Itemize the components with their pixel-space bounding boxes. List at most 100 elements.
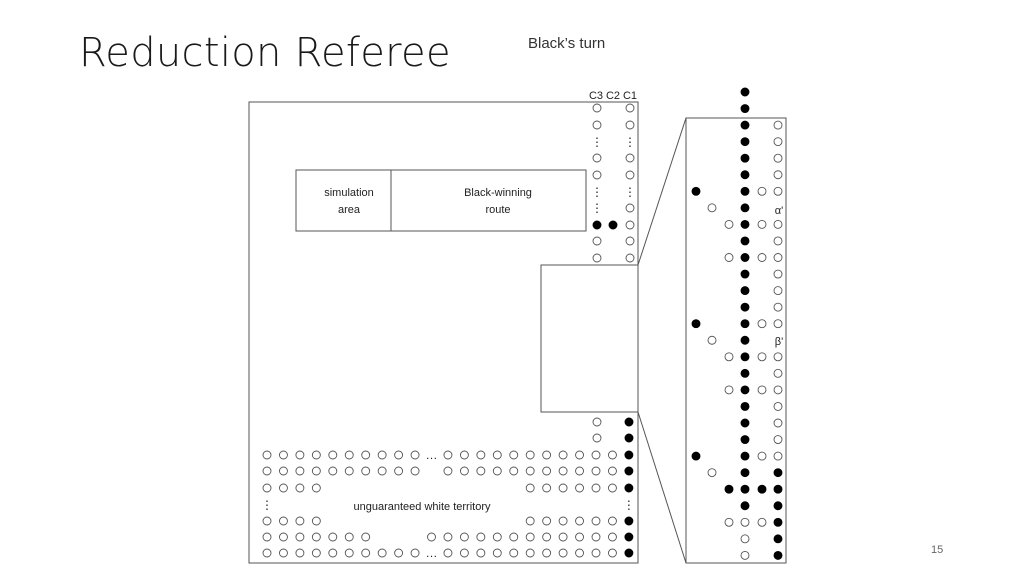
white-stone <box>328 532 338 542</box>
black-stone <box>608 220 618 230</box>
simulation-box <box>295 169 587 232</box>
black-stone <box>624 450 634 460</box>
black-stone <box>740 435 750 444</box>
vertical-ellipsis: ⋮ <box>624 135 636 149</box>
white-stone <box>344 450 354 460</box>
white-stone <box>558 532 568 542</box>
white-stone <box>757 319 767 329</box>
black-stone <box>624 516 634 526</box>
white-stone <box>757 451 767 461</box>
white-stone <box>773 120 783 130</box>
black-stone <box>740 269 750 279</box>
white-stone <box>525 466 535 476</box>
white-stone <box>279 483 288 493</box>
white-stone <box>591 532 601 542</box>
black-stone <box>740 418 750 428</box>
white-stone <box>542 466 552 476</box>
white-stone <box>443 466 453 476</box>
white-stone <box>443 548 453 558</box>
white-stone <box>311 450 321 460</box>
white-stone <box>410 548 420 558</box>
white-stone <box>773 253 783 262</box>
white-stone <box>311 532 321 542</box>
white-stone <box>377 548 387 558</box>
vertical-ellipsis: ⋮ <box>591 185 603 199</box>
white-stone <box>492 466 502 476</box>
black-stone <box>740 170 750 180</box>
white-stone <box>476 532 486 542</box>
white-stone <box>591 483 601 493</box>
white-stone <box>591 548 601 558</box>
white-stone <box>492 450 502 460</box>
white-stone <box>262 532 272 542</box>
white-stone <box>773 368 783 378</box>
white-stone <box>707 335 717 345</box>
black-stone <box>773 468 783 478</box>
white-stone <box>344 548 354 558</box>
white-stone <box>476 466 486 476</box>
white-stone <box>757 253 767 262</box>
vertical-ellipsis: ⋮ <box>261 498 273 512</box>
black-stone <box>624 483 634 493</box>
black-stone <box>773 550 783 560</box>
white-stone <box>724 219 734 229</box>
horizontal-ellipsis: … <box>426 448 438 462</box>
simulation-area-label-1: simulation <box>324 187 374 199</box>
white-stone <box>394 450 404 460</box>
white-stone <box>443 450 453 460</box>
white-stone <box>591 516 601 526</box>
white-stone <box>328 548 338 558</box>
white-stone <box>773 319 783 329</box>
white-stone <box>757 219 767 229</box>
white-stone <box>757 352 767 362</box>
white-stone <box>295 532 305 542</box>
white-stone <box>328 450 338 460</box>
black-stone <box>724 484 734 494</box>
horizontal-ellipsis: … <box>426 546 438 560</box>
white-stone <box>344 466 354 476</box>
simulation-area-label-2: area <box>338 204 361 216</box>
page-number: 15 <box>931 544 944 556</box>
reduction-region-box <box>540 264 639 413</box>
white-stone <box>625 236 635 246</box>
white-stone <box>295 466 305 476</box>
black-stone <box>773 534 783 544</box>
white-stone <box>492 532 502 542</box>
white-stone <box>279 548 288 558</box>
black-stone <box>740 501 750 511</box>
white-stone <box>608 532 617 542</box>
white-stone <box>377 466 387 476</box>
white-stone <box>592 170 602 180</box>
white-stone <box>525 516 535 526</box>
black-stone <box>740 468 750 478</box>
white-stone <box>410 450 420 460</box>
white-stone <box>542 532 552 542</box>
black-stone <box>740 137 750 147</box>
white-stone <box>740 534 750 544</box>
white-stone <box>558 548 568 558</box>
white-stone <box>724 385 734 395</box>
white-stone <box>592 236 602 246</box>
beta-label: β' <box>775 336 783 348</box>
black-stone <box>740 484 750 494</box>
white-stone <box>724 253 734 262</box>
white-stone <box>773 402 783 411</box>
white-stone <box>625 103 635 113</box>
vertical-ellipsis: ⋮ <box>624 185 636 199</box>
black-stone <box>740 352 750 362</box>
column-label-c2: C2 <box>606 90 620 102</box>
white-stone <box>707 203 717 213</box>
black-winning-route-label-1: Black-winning <box>464 187 532 199</box>
white-stone <box>262 516 272 526</box>
white-stone <box>724 517 734 527</box>
white-stone <box>575 483 584 493</box>
white-stone <box>361 548 371 558</box>
zoom-line-top <box>637 117 687 266</box>
white-stone <box>558 516 568 526</box>
black-stone <box>740 319 750 329</box>
white-stone <box>361 466 371 476</box>
white-stone <box>591 466 601 476</box>
white-stone <box>361 532 371 542</box>
black-stone <box>740 186 750 196</box>
white-stone <box>773 170 783 180</box>
